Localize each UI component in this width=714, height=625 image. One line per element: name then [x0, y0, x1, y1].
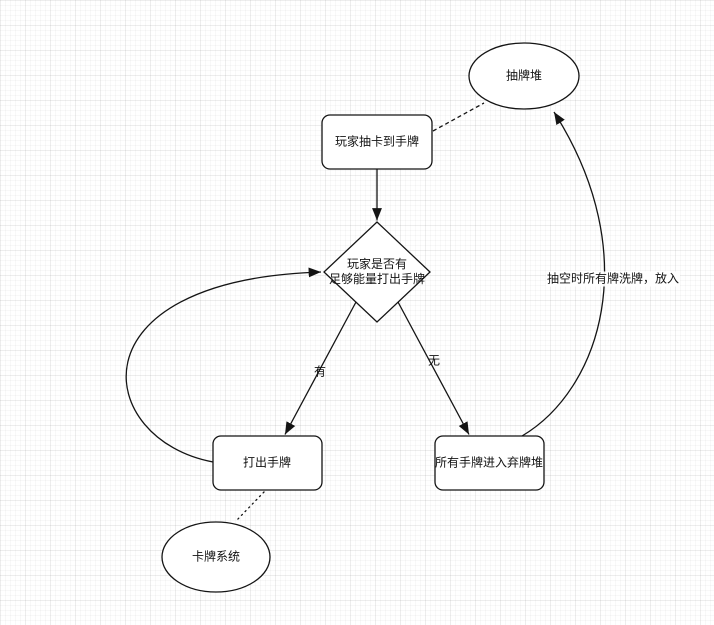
edge-check-no-to-discard[interactable]	[397, 301, 470, 435]
node-card-system[interactable]	[161, 521, 271, 593]
node-draw-pile[interactable]	[468, 42, 580, 110]
label-energy-check-line2: 足够能量打出手牌	[328, 272, 426, 286]
edge-discard-to-drawpile[interactable]	[521, 111, 606, 437]
label-draw-pile[interactable]: 抽牌堆	[505, 68, 543, 83]
edge-label-shuffle[interactable]: 抽空时所有牌洗牌，放入	[545, 271, 681, 287]
label-energy-check-line1: 玩家是否有	[346, 257, 408, 271]
label-draw-to-hand[interactable]: 玩家抽卡到手牌	[334, 134, 420, 149]
edge-play-loop-to-check[interactable]	[125, 267, 322, 463]
label-play-cards[interactable]: 打出手牌	[242, 455, 292, 470]
edge-check-yes-to-play[interactable]	[284, 301, 357, 435]
label-discard-all[interactable]: 所有手牌进入弃牌堆	[434, 455, 544, 470]
edge-play-cardsystem-dotted[interactable]	[236, 491, 265, 521]
node-discard-all[interactable]	[434, 435, 545, 491]
node-energy-check[interactable]	[323, 221, 431, 323]
label-energy-check[interactable]: 玩家是否有 足够能量打出手牌	[329, 257, 425, 287]
edge-drawhand-drawpile-dashed[interactable]	[432, 102, 485, 132]
label-card-system[interactable]: 卡牌系统	[191, 549, 241, 564]
edge-label-yes[interactable]: 有	[313, 364, 327, 379]
node-draw-to-hand[interactable]	[321, 114, 433, 170]
edge-label-no[interactable]: 无	[427, 353, 441, 368]
node-play-cards[interactable]	[212, 435, 323, 491]
